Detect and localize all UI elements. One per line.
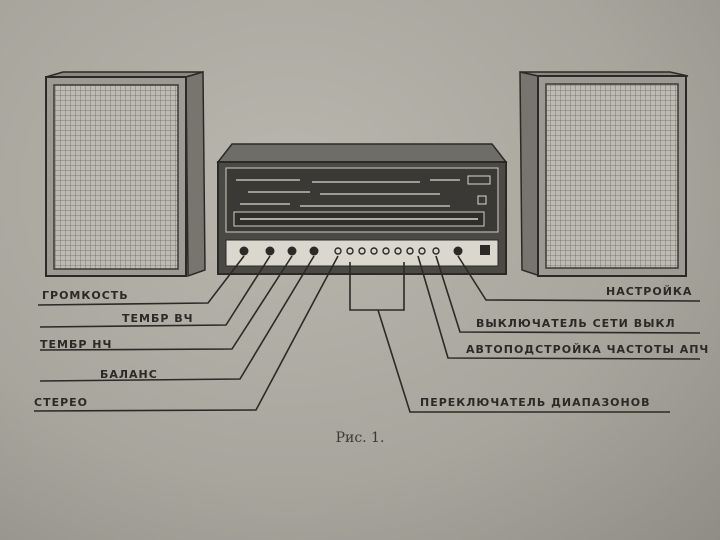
receiver-controls <box>239 246 463 256</box>
label-treble: ТЕМБР ВЧ <box>122 312 194 325</box>
button-6 <box>406 247 414 255</box>
label-band-switch: ПЕРЕКЛЮЧАТЕЛЬ ДИАПАЗОНОВ <box>420 396 651 409</box>
label-stereo: СТЕРЕО <box>34 396 89 409</box>
figure-caption: Рис. 1. <box>335 430 385 446</box>
button-4 <box>382 247 390 255</box>
button-8 <box>432 247 440 255</box>
right-speaker <box>519 71 689 278</box>
knob-4 <box>453 246 463 256</box>
label-tuning: НАСТРОЙКА <box>606 285 693 298</box>
left-speaker <box>45 71 206 278</box>
leader-lines <box>33 255 701 413</box>
knob-2 <box>287 246 297 256</box>
label-volume: ГРОМКОСТЬ <box>42 289 129 302</box>
button-3 <box>370 247 378 255</box>
label-afc: АВТОПОДСТРОЙКА ЧАСТОТЫ АПЧ <box>466 343 710 356</box>
label-bass: ТЕМБР НЧ <box>40 338 113 351</box>
knob-3 <box>309 246 319 256</box>
button-7 <box>418 247 426 255</box>
label-balance: БАЛАНС <box>100 368 158 381</box>
label-power-switch: ВЫКЛЮЧАТЕЛЬ СЕТИ ВЫКЛ <box>476 317 676 330</box>
button-2 <box>358 247 366 255</box>
receiver <box>216 143 508 275</box>
knob-1 <box>265 246 275 256</box>
button-5 <box>394 247 402 255</box>
button-0 <box>334 247 342 255</box>
knob-0 <box>239 246 249 256</box>
button-1 <box>346 247 354 255</box>
